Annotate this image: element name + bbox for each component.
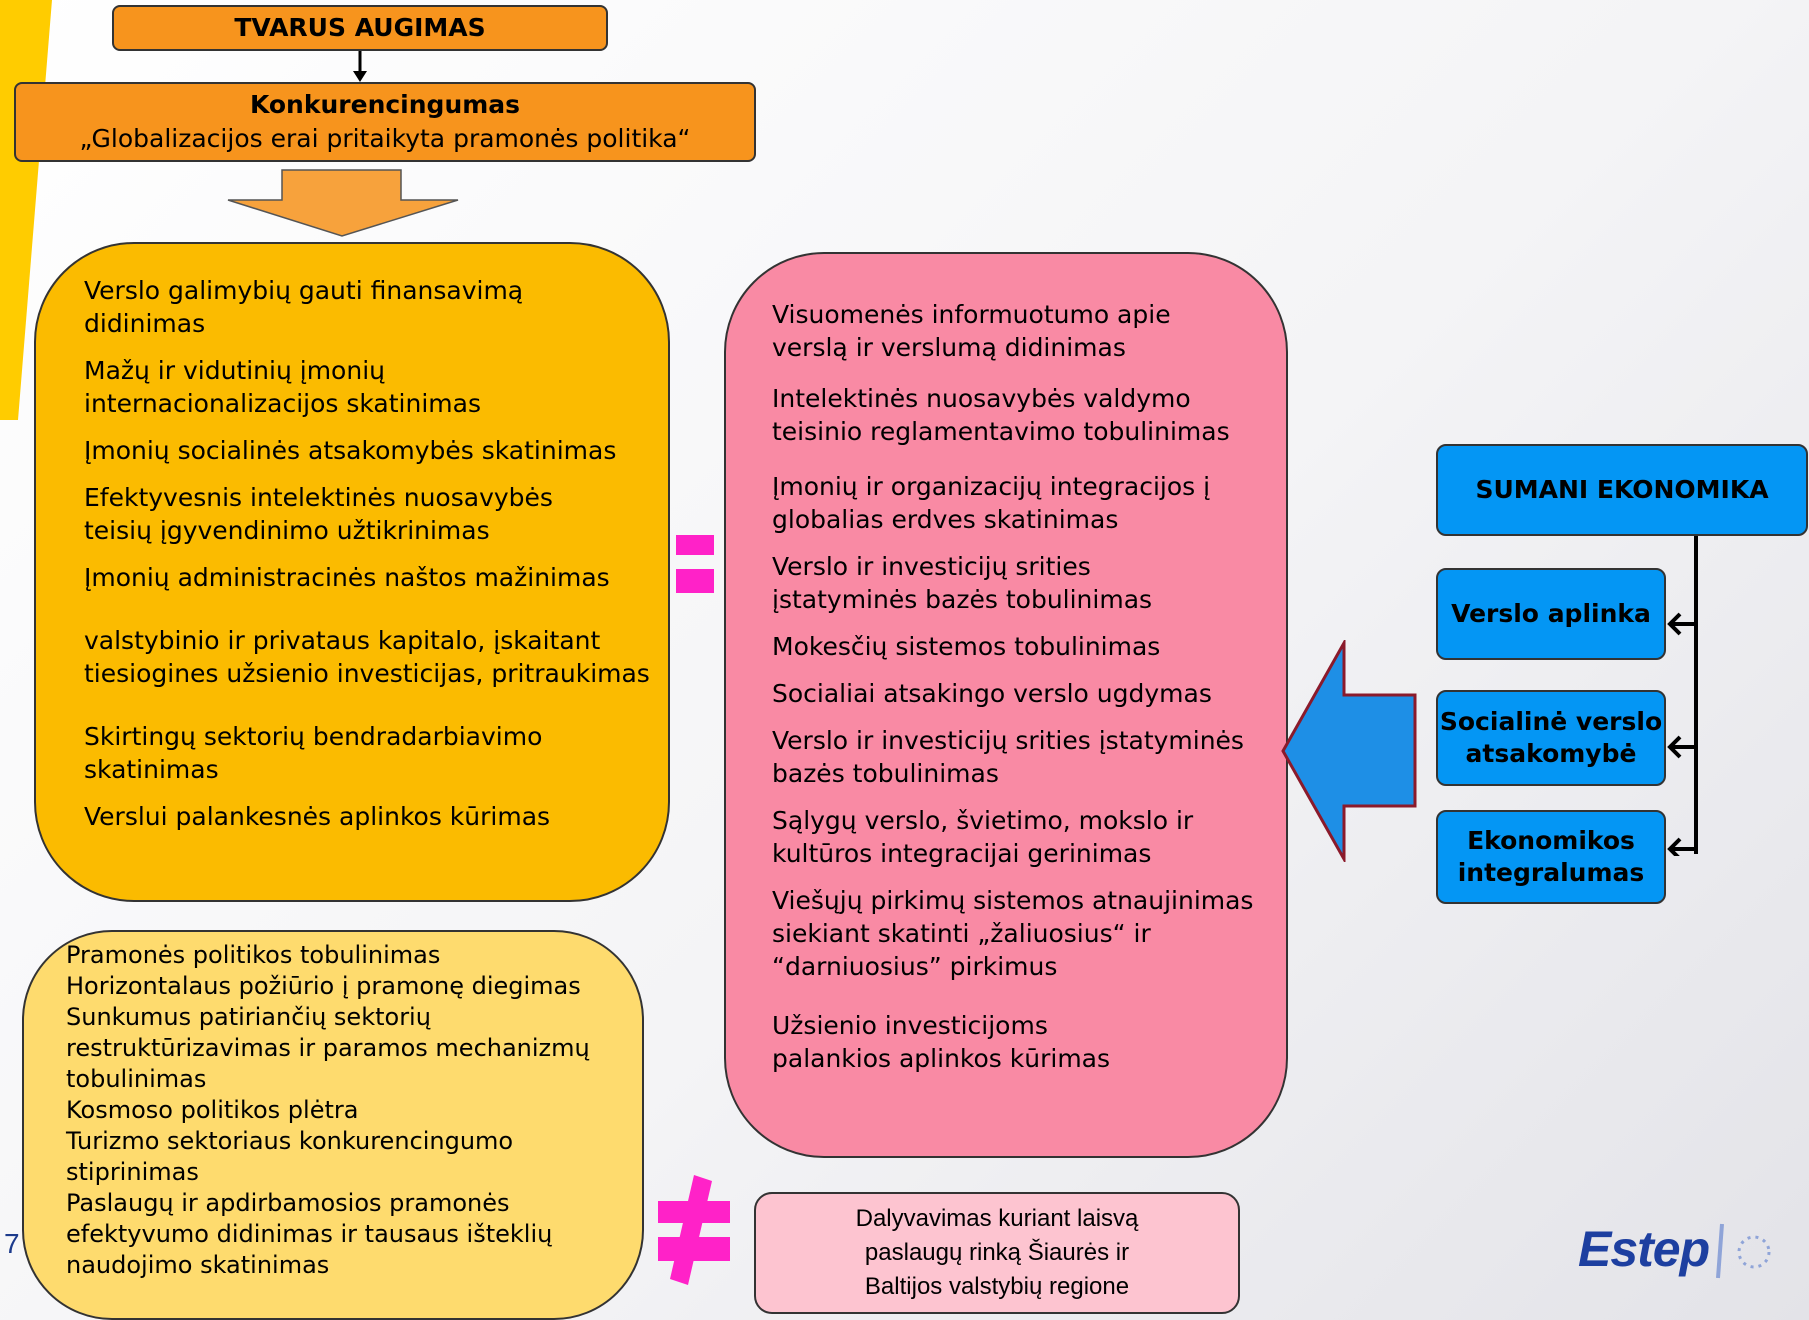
big-down-arrow-icon [227, 169, 459, 237]
policy-line: tobulinimas [66, 1065, 207, 1093]
measure-item: Efektyvesnis intelektinės nuosavybės tei… [84, 483, 553, 545]
measure-item: Įmonių administracinės naštos mažinimas [84, 563, 610, 592]
connector-lines [1667, 536, 1698, 856]
estep-logo: Estep [1578, 1220, 1710, 1278]
policy-line: Sunkumus patiriančių sektorių [66, 1003, 431, 1031]
box-line: Dalyvavimas kuriant laisvą [855, 1205, 1139, 1232]
big-left-arrow-icon [1281, 640, 1417, 862]
policy-line: efektyvumo didinimas ir tausaus išteklių [66, 1220, 553, 1248]
competitiveness-subtitle: „Globalizacijos erai pritaikyta pramonės… [79, 124, 691, 153]
economic-integrity-box: Ekonomikos integralumas [1436, 810, 1666, 904]
social-responsibility-box: Socialinė verslo atsakomybė [1436, 690, 1666, 786]
measure-item: Verslui palankesnės aplinkos kūrimas [84, 802, 551, 831]
measure-item: Verslo galimybių gauti finansavimą didin… [84, 276, 524, 338]
equals-sign-icon [676, 535, 714, 593]
measure-item: Užsienio investicijoms palankios aplinko… [772, 1011, 1111, 1073]
arrow-down-icon [353, 51, 367, 82]
policy-line: Turizmo sektoriaus konkurencingumo [66, 1127, 514, 1155]
measure-item: Įmonių ir organizacijų integracijos į gl… [772, 472, 1211, 534]
measure-item: Skirtingų sektorių bendradarbiavimo skat… [84, 722, 543, 784]
not-equal-sign-icon [658, 1175, 730, 1285]
policy-line: Horizontalaus požiūrio į pramonę diegima… [66, 972, 581, 1000]
policy-line: Kosmoso politikos plėtra [66, 1096, 359, 1124]
slide-number: 7 [4, 1228, 20, 1259]
measure-item: Sąlygų verslo, švietimo, mokslo ir kultū… [772, 806, 1194, 868]
logo-text: Estep [1578, 1221, 1710, 1277]
policy-line: Pramonės politikos tobulinimas [66, 941, 441, 969]
policy-line: restruktūrizavimas ir paramos mechanizmų [66, 1034, 590, 1062]
box-line: Baltijos valstybių regione [864, 1273, 1130, 1300]
measure-item: Intelektinės nuosavybės valdymo teisinio… [772, 384, 1230, 446]
measure-item: Socialiai atsakingo verslo ugdymas [772, 679, 1212, 708]
measure-item: Verslo ir investicijų srities įstatyminė… [772, 726, 1244, 788]
measure-item: Įmonių socialinės atsakomybės skatinimas [84, 436, 617, 465]
sustainable-growth-box: TVARUS AUGIMAS [112, 5, 608, 51]
measure-item: valstybinio ir privataus kapitalo, įskai… [84, 626, 650, 688]
measure-item: Verslo ir investicijų srities įstatyminė… [772, 552, 1153, 614]
measure-item: Viešųjų pirkimų sistemos atnaujinimas si… [772, 886, 1254, 981]
box-line: paslaugų rinką Šiaurės ir [864, 1239, 1130, 1266]
policy-line: stiprinimas [66, 1158, 199, 1186]
measure-item: Mokesčių sistemos tobulinimas [772, 632, 1161, 661]
policy-line: naudojimo skatinimas [66, 1251, 330, 1279]
competitiveness-title: Konkurencingumas [249, 90, 521, 119]
measure-item: Mažų ir vidutinių įmonių internacionaliz… [84, 356, 481, 418]
policy-line: Paslaugų ir apdirbamosios pramonės [66, 1189, 510, 1217]
free-services-market-box: Dalyvavimas kuriant laisvą paslaugų rink… [754, 1192, 1240, 1314]
business-environment-box: Verslo aplinka [1436, 568, 1666, 660]
measure-item: Visuomenės informuotumo apie verslą ir v… [772, 300, 1171, 362]
orange-measures-bubble: Verslo galimybių gauti finansavimą didin… [34, 242, 670, 902]
smart-economy-box: SUMANI EKONOMIKA [1436, 444, 1808, 536]
industry-policy-bubble: Pramonės politikos tobulinimas Horizonta… [22, 930, 644, 1320]
pink-measures-bubble: Visuomenės informuotumo apie verslą ir v… [724, 252, 1288, 1158]
competitiveness-box: Konkurencingumas „Globalizacijos erai pr… [14, 82, 756, 162]
eu-stars-icon [1716, 1223, 1771, 1279]
